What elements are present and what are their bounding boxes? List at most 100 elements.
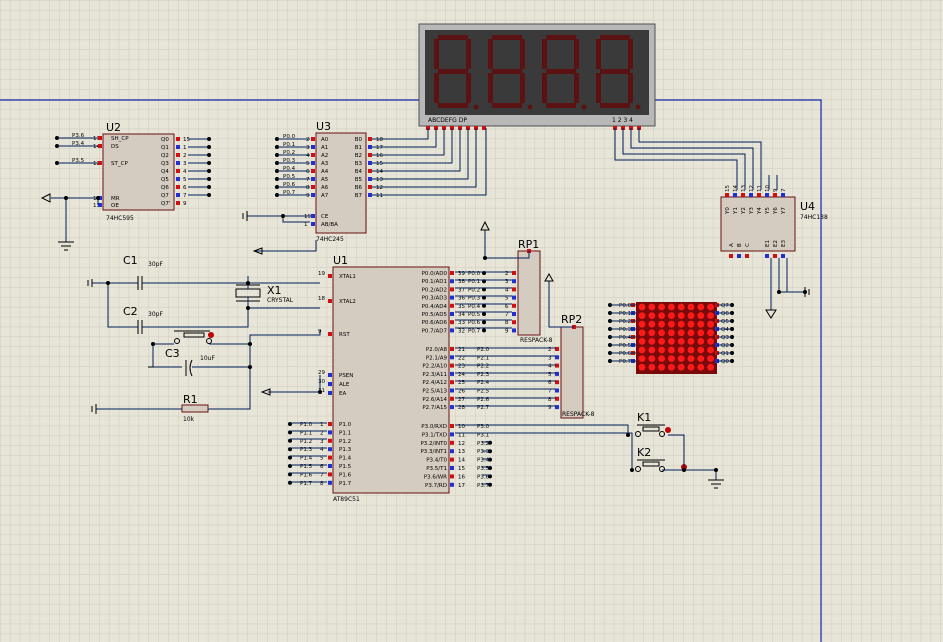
pin-marker[interactable] <box>328 455 332 460</box>
pin-marker[interactable] <box>328 472 332 477</box>
pin-marker[interactable] <box>328 438 332 443</box>
pin-marker[interactable] <box>98 136 102 140</box>
pin-marker[interactable] <box>737 254 741 258</box>
pin-marker[interactable] <box>450 363 454 368</box>
pin-marker[interactable] <box>450 396 454 401</box>
pin-marker[interactable] <box>176 177 180 181</box>
pin-marker[interactable] <box>749 193 753 197</box>
pin-marker[interactable] <box>450 303 454 308</box>
pin-marker[interactable] <box>512 320 516 325</box>
u2-74hc595[interactable]: U2 74HC595 SH_CP11DS14ST_CP12MR10OE13Q01… <box>55 121 211 222</box>
pin-marker[interactable] <box>450 380 454 385</box>
pin-marker[interactable] <box>368 177 372 181</box>
pin-marker[interactable] <box>450 432 454 437</box>
pin-marker[interactable] <box>512 271 516 275</box>
pin-marker[interactable] <box>450 347 454 351</box>
pin-marker[interactable] <box>98 144 102 148</box>
pin-marker[interactable] <box>176 137 180 141</box>
pin-marker[interactable] <box>450 449 454 454</box>
pin-marker[interactable] <box>328 382 332 386</box>
pin-marker[interactable] <box>176 169 180 173</box>
pin-marker[interactable] <box>311 214 315 218</box>
pin-marker[interactable] <box>555 347 559 351</box>
pin-marker[interactable] <box>450 271 454 275</box>
r1-resistor[interactable]: R1 10k <box>181 393 209 423</box>
pin-marker[interactable] <box>512 287 516 292</box>
pin-marker[interactable] <box>368 185 372 189</box>
pin-marker[interactable] <box>555 363 559 368</box>
pin-marker[interactable] <box>328 299 332 303</box>
pin-marker[interactable] <box>176 145 180 149</box>
pin-marker[interactable] <box>450 440 454 445</box>
pin-marker[interactable] <box>512 295 516 300</box>
pin-marker[interactable] <box>328 332 332 336</box>
pin-marker[interactable] <box>368 137 372 141</box>
pin-marker[interactable] <box>450 474 454 479</box>
pin-marker[interactable] <box>512 303 516 308</box>
pin-marker[interactable] <box>311 193 315 197</box>
pin-marker[interactable] <box>311 161 315 165</box>
pin-marker[interactable] <box>555 355 559 360</box>
pin-marker[interactable] <box>450 482 454 487</box>
pin-marker[interactable] <box>176 185 180 189</box>
pin-marker[interactable] <box>450 287 454 292</box>
pin-marker[interactable] <box>450 388 454 393</box>
pin-marker[interactable] <box>311 137 315 141</box>
pin-marker[interactable] <box>512 279 516 284</box>
pin-marker[interactable] <box>328 373 332 377</box>
pin-marker[interactable] <box>555 388 559 393</box>
pin-marker[interactable] <box>311 222 315 226</box>
pin-marker[interactable] <box>176 153 180 157</box>
u1-at89c51[interactable]: U1 AT89C51 XTAL119XTAL218RST9PSEN29ALE30… <box>288 254 559 503</box>
pin-marker[interactable] <box>450 295 454 300</box>
pin-marker[interactable] <box>725 193 729 197</box>
pin-marker[interactable] <box>741 193 745 197</box>
pin-marker[interactable] <box>328 422 332 426</box>
pin-marker[interactable] <box>757 193 761 197</box>
u4-74hc138[interactable]: U4 74HC138 Y015Y114Y213Y312Y411Y510Y69Y7… <box>720 185 828 258</box>
pin-marker[interactable] <box>311 185 315 189</box>
pin-marker[interactable] <box>450 466 454 470</box>
pin-marker[interactable] <box>311 169 315 173</box>
led-matrix[interactable]: P0.0P0.1P0.2P0.3P0.4P0.5P0.6P0.7Q7Q6Q5Q4… <box>608 302 734 374</box>
pin-marker[interactable] <box>368 193 372 197</box>
pin-marker[interactable] <box>773 254 777 258</box>
pin-marker[interactable] <box>311 177 315 181</box>
pin-marker[interactable] <box>450 320 454 325</box>
pin-marker[interactable] <box>368 161 372 165</box>
pin-marker[interactable] <box>450 312 454 316</box>
pin-marker[interactable] <box>555 380 559 385</box>
pin-marker[interactable] <box>765 254 769 258</box>
pin-marker[interactable] <box>450 424 454 428</box>
u3-74hc245[interactable]: U3 74HC245 A02P0.0A13P0.1A24P0.2A35P0.3A… <box>275 120 383 243</box>
pin-marker[interactable] <box>733 193 737 197</box>
pin-marker[interactable] <box>781 193 785 197</box>
pin-marker[interactable] <box>176 193 180 197</box>
pin-marker[interactable] <box>450 371 454 376</box>
pin-marker[interactable] <box>98 203 102 207</box>
pin-marker[interactable] <box>176 161 180 165</box>
pin-marker[interactable] <box>745 254 749 258</box>
pin-marker[interactable] <box>328 391 332 395</box>
pin-marker[interactable] <box>512 328 516 333</box>
pin-marker[interactable] <box>555 371 559 376</box>
pin-marker[interactable] <box>328 274 332 278</box>
pin-marker[interactable] <box>311 145 315 149</box>
pin-marker[interactable] <box>328 480 332 485</box>
pin-marker[interactable] <box>328 430 332 435</box>
pin-marker[interactable] <box>729 254 733 258</box>
pin-marker[interactable] <box>328 464 332 468</box>
k1-switch[interactable]: K1 <box>635 411 672 437</box>
pin-marker[interactable] <box>765 193 769 197</box>
pin-marker[interactable] <box>781 254 785 258</box>
c3-capacitor[interactable]: C3 10uF <box>165 347 215 377</box>
pin-marker[interactable] <box>450 328 454 333</box>
pin-marker[interactable] <box>773 193 777 197</box>
pin-marker[interactable] <box>368 153 372 157</box>
seven-segment-display[interactable]: ABCDEFG DP 1 2 3 4 <box>418 23 656 130</box>
pin-marker[interactable] <box>555 405 559 410</box>
rp1-respack[interactable]: RP1 RESPACK-8 <box>517 238 553 344</box>
pin-marker[interactable] <box>450 355 454 360</box>
pin-marker[interactable] <box>98 161 102 165</box>
